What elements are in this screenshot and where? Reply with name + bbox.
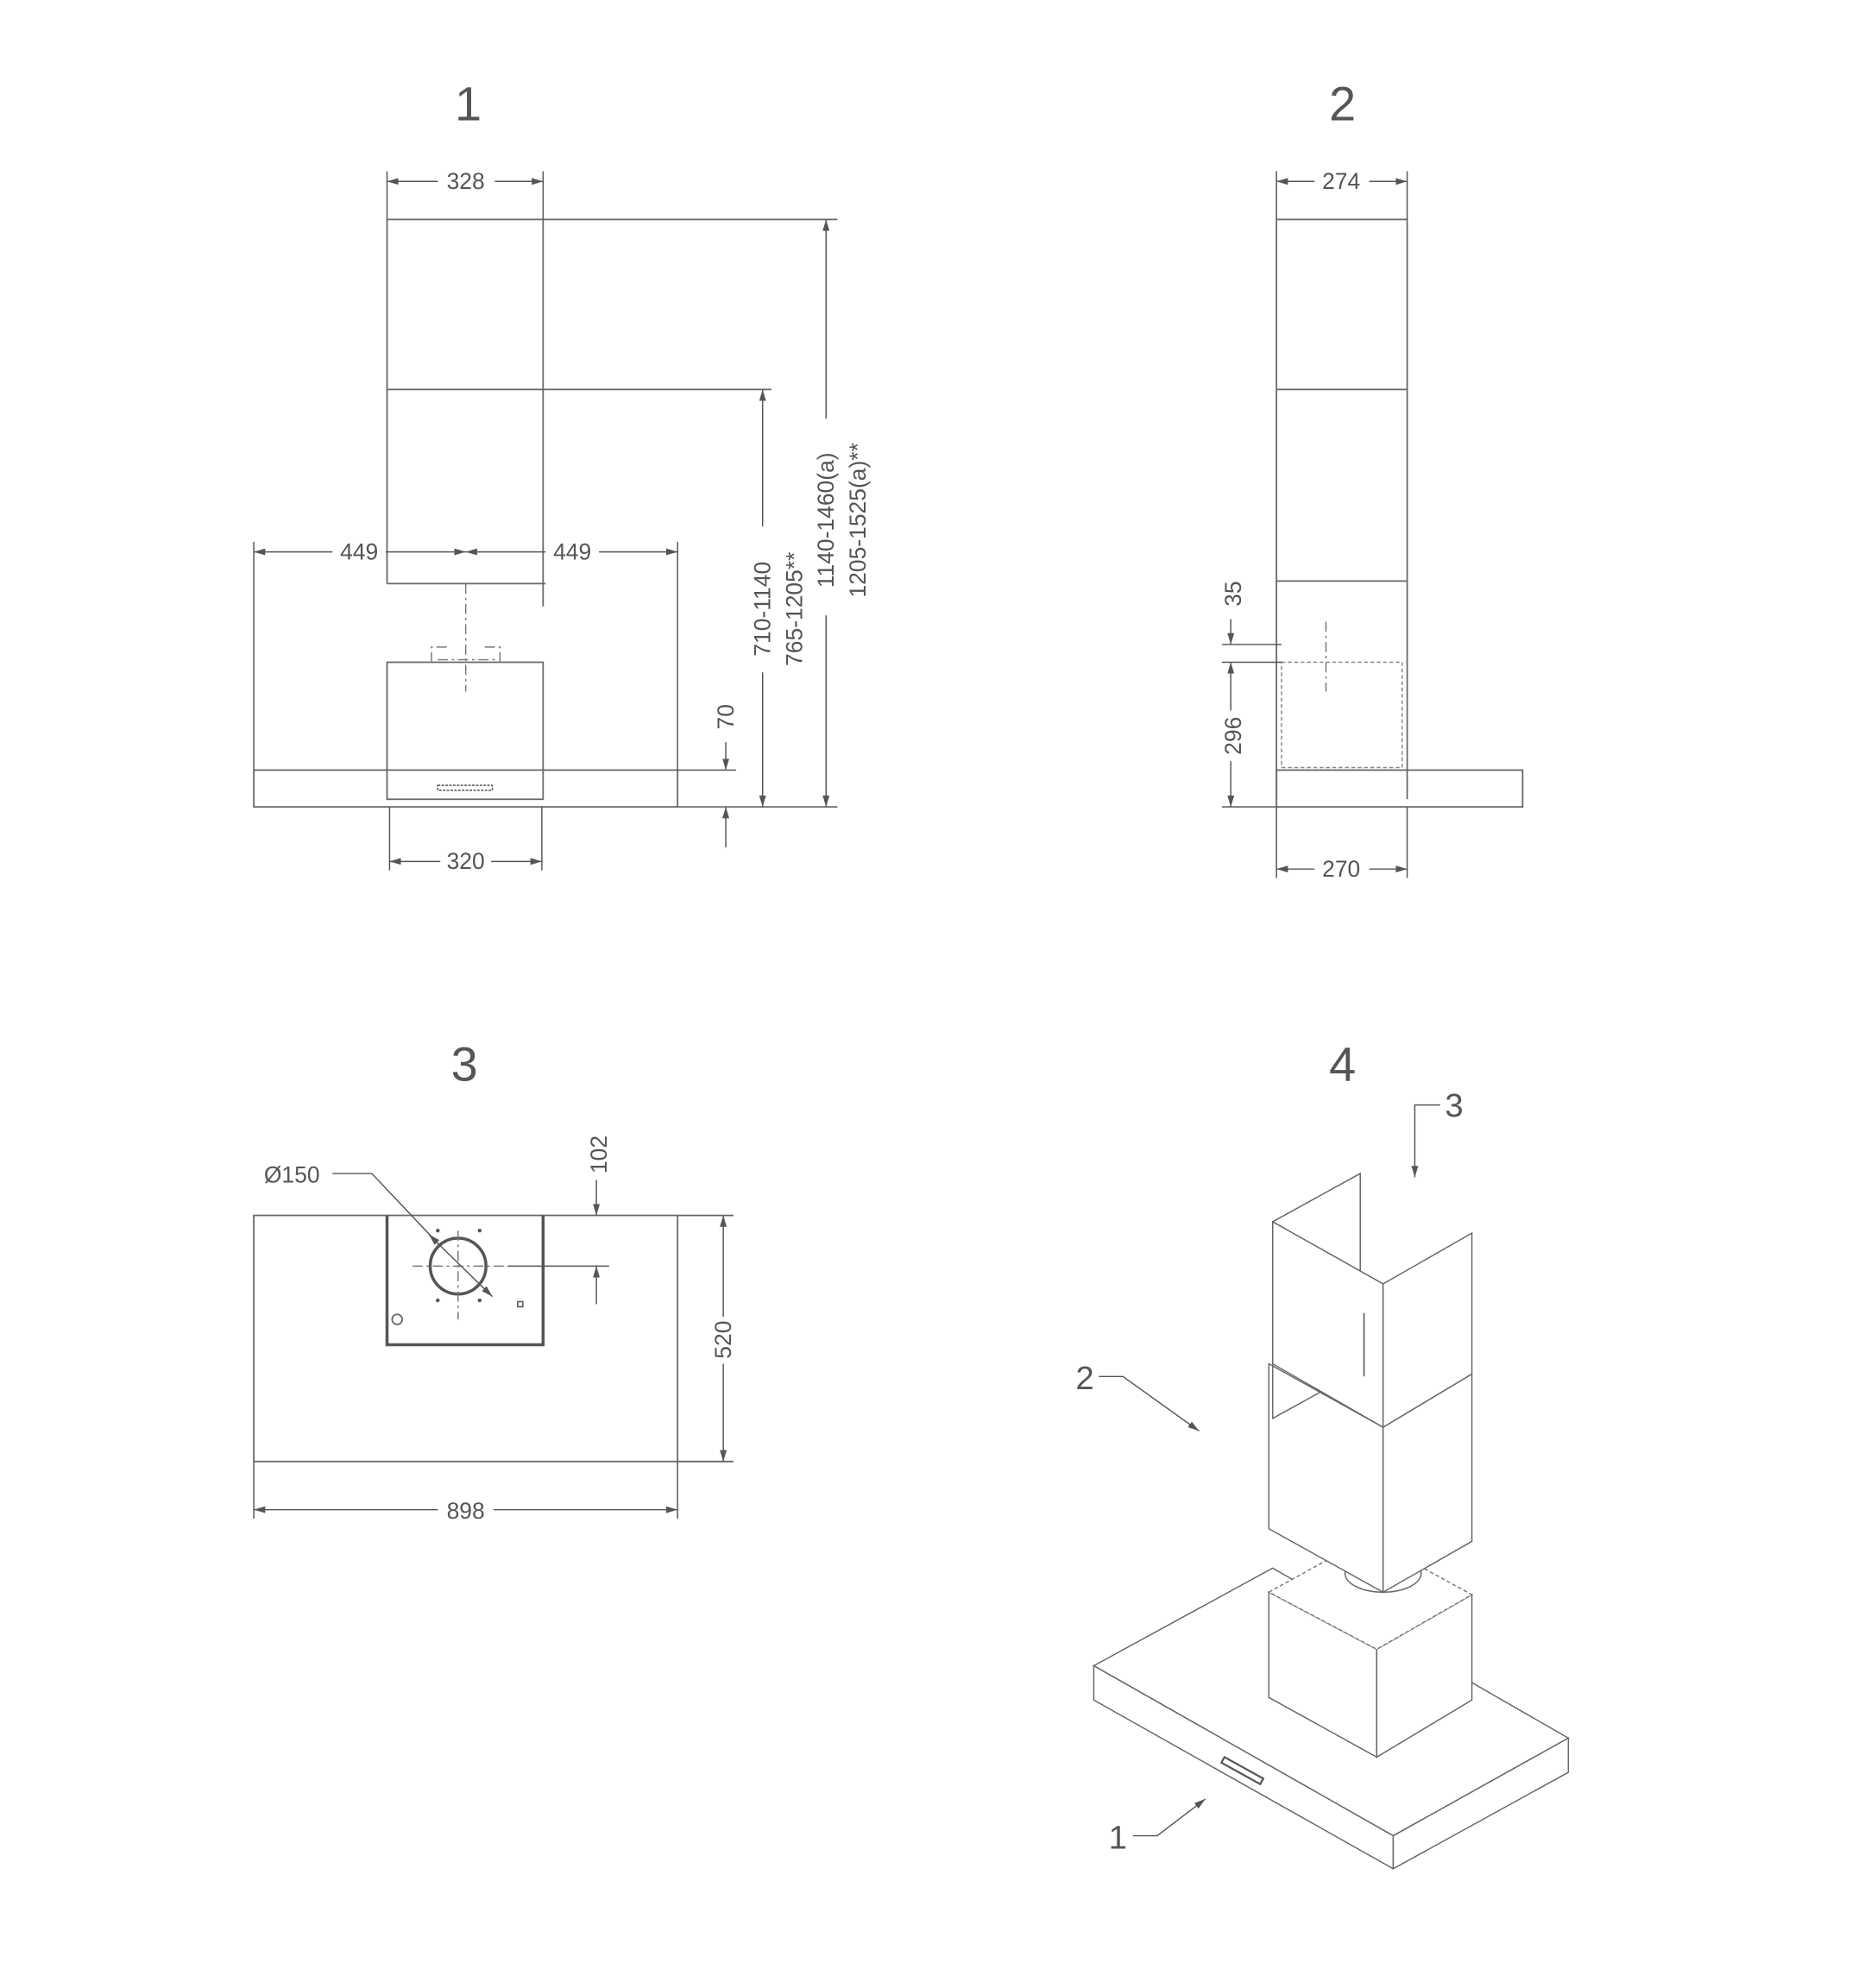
dim-height-a-line2: 765-1205** [781,552,807,666]
dim-body-height: 296 [1220,717,1246,755]
dim-outlet-offset: 102 [586,1136,612,1173]
dim-height-b-line1: 1140-1460(a) [813,452,839,588]
dim-body-depth: 270 [1322,856,1360,882]
hood-top-outline [253,1214,734,1463]
view-4-title: 4 [1329,1037,1356,1092]
dim-body-width: 320 [447,848,485,874]
dim-width: 898 [447,1498,485,1524]
hood-side-outline [1275,218,1524,808]
callout-3-label: 3 [1445,1087,1463,1124]
dim-depth: 520 [710,1321,736,1359]
dim-height-a-line1: 710-1140 [750,562,776,657]
hood-front-outline [253,218,838,808]
view-1-title: 1 [455,77,482,131]
dim-canopy-height: 70 [713,704,739,729]
view-1-front: 1 328 449 449 320 [253,77,871,874]
dim-offset: 35 [1220,581,1246,606]
view-2-side: 2 274 270 35 296 [1220,77,1524,882]
dim-top-width: 328 [447,168,485,194]
callout-2-label: 2 [1076,1360,1094,1397]
callout-1: 1 [1109,1798,1206,1856]
dim-top-depth: 274 [1322,168,1360,194]
control-panel-icon [437,784,494,791]
dim-right-half: 449 [553,538,591,564]
callout-1-label: 1 [1109,1819,1127,1856]
dim-diameter: Ø150 [264,1161,320,1187]
dim-left-half: 449 [340,538,378,564]
callout-3: 3 [1411,1087,1464,1178]
callout-2: 2 [1076,1360,1200,1432]
view-3-title: 3 [451,1037,478,1092]
control-panel-icon [1219,1755,1265,1786]
isometric-hood [1092,1172,1570,1871]
view-2-title: 2 [1329,77,1356,131]
dim-height-b-line2: 1205-1525(a)** [845,443,871,597]
view-4-isometric: 4 3 2 [1076,1037,1570,1871]
view-3-top: 3 Ø150 102 520 898 [253,1037,736,1524]
